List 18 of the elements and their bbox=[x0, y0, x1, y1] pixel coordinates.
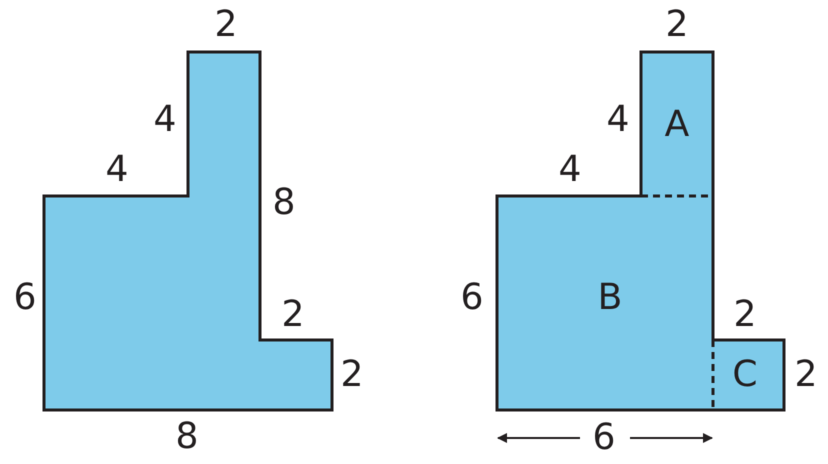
dimension-label: 8 bbox=[176, 417, 198, 457]
region-label: C bbox=[732, 355, 758, 395]
dimension-label: 2 bbox=[282, 295, 304, 335]
region-label: B bbox=[598, 278, 622, 318]
dimension-label: 8 bbox=[272, 183, 296, 223]
dimension-label: 6 bbox=[14, 278, 36, 318]
dimension-label: 4 bbox=[154, 100, 176, 140]
region-label: A bbox=[664, 105, 690, 145]
dimension-label: 4 bbox=[606, 100, 630, 140]
dimension-label: 2 bbox=[214, 5, 238, 45]
dimension-label: 4 bbox=[558, 150, 582, 190]
dimension-label: 4 bbox=[106, 150, 128, 190]
dimension-label: 2 bbox=[734, 295, 756, 335]
dimension-label: 6 bbox=[592, 418, 616, 458]
dimension-label: 2 bbox=[340, 355, 364, 395]
dimension-label: 2 bbox=[794, 355, 818, 395]
dimension-label: 6 bbox=[460, 278, 484, 318]
dimension-label: 2 bbox=[666, 5, 688, 45]
